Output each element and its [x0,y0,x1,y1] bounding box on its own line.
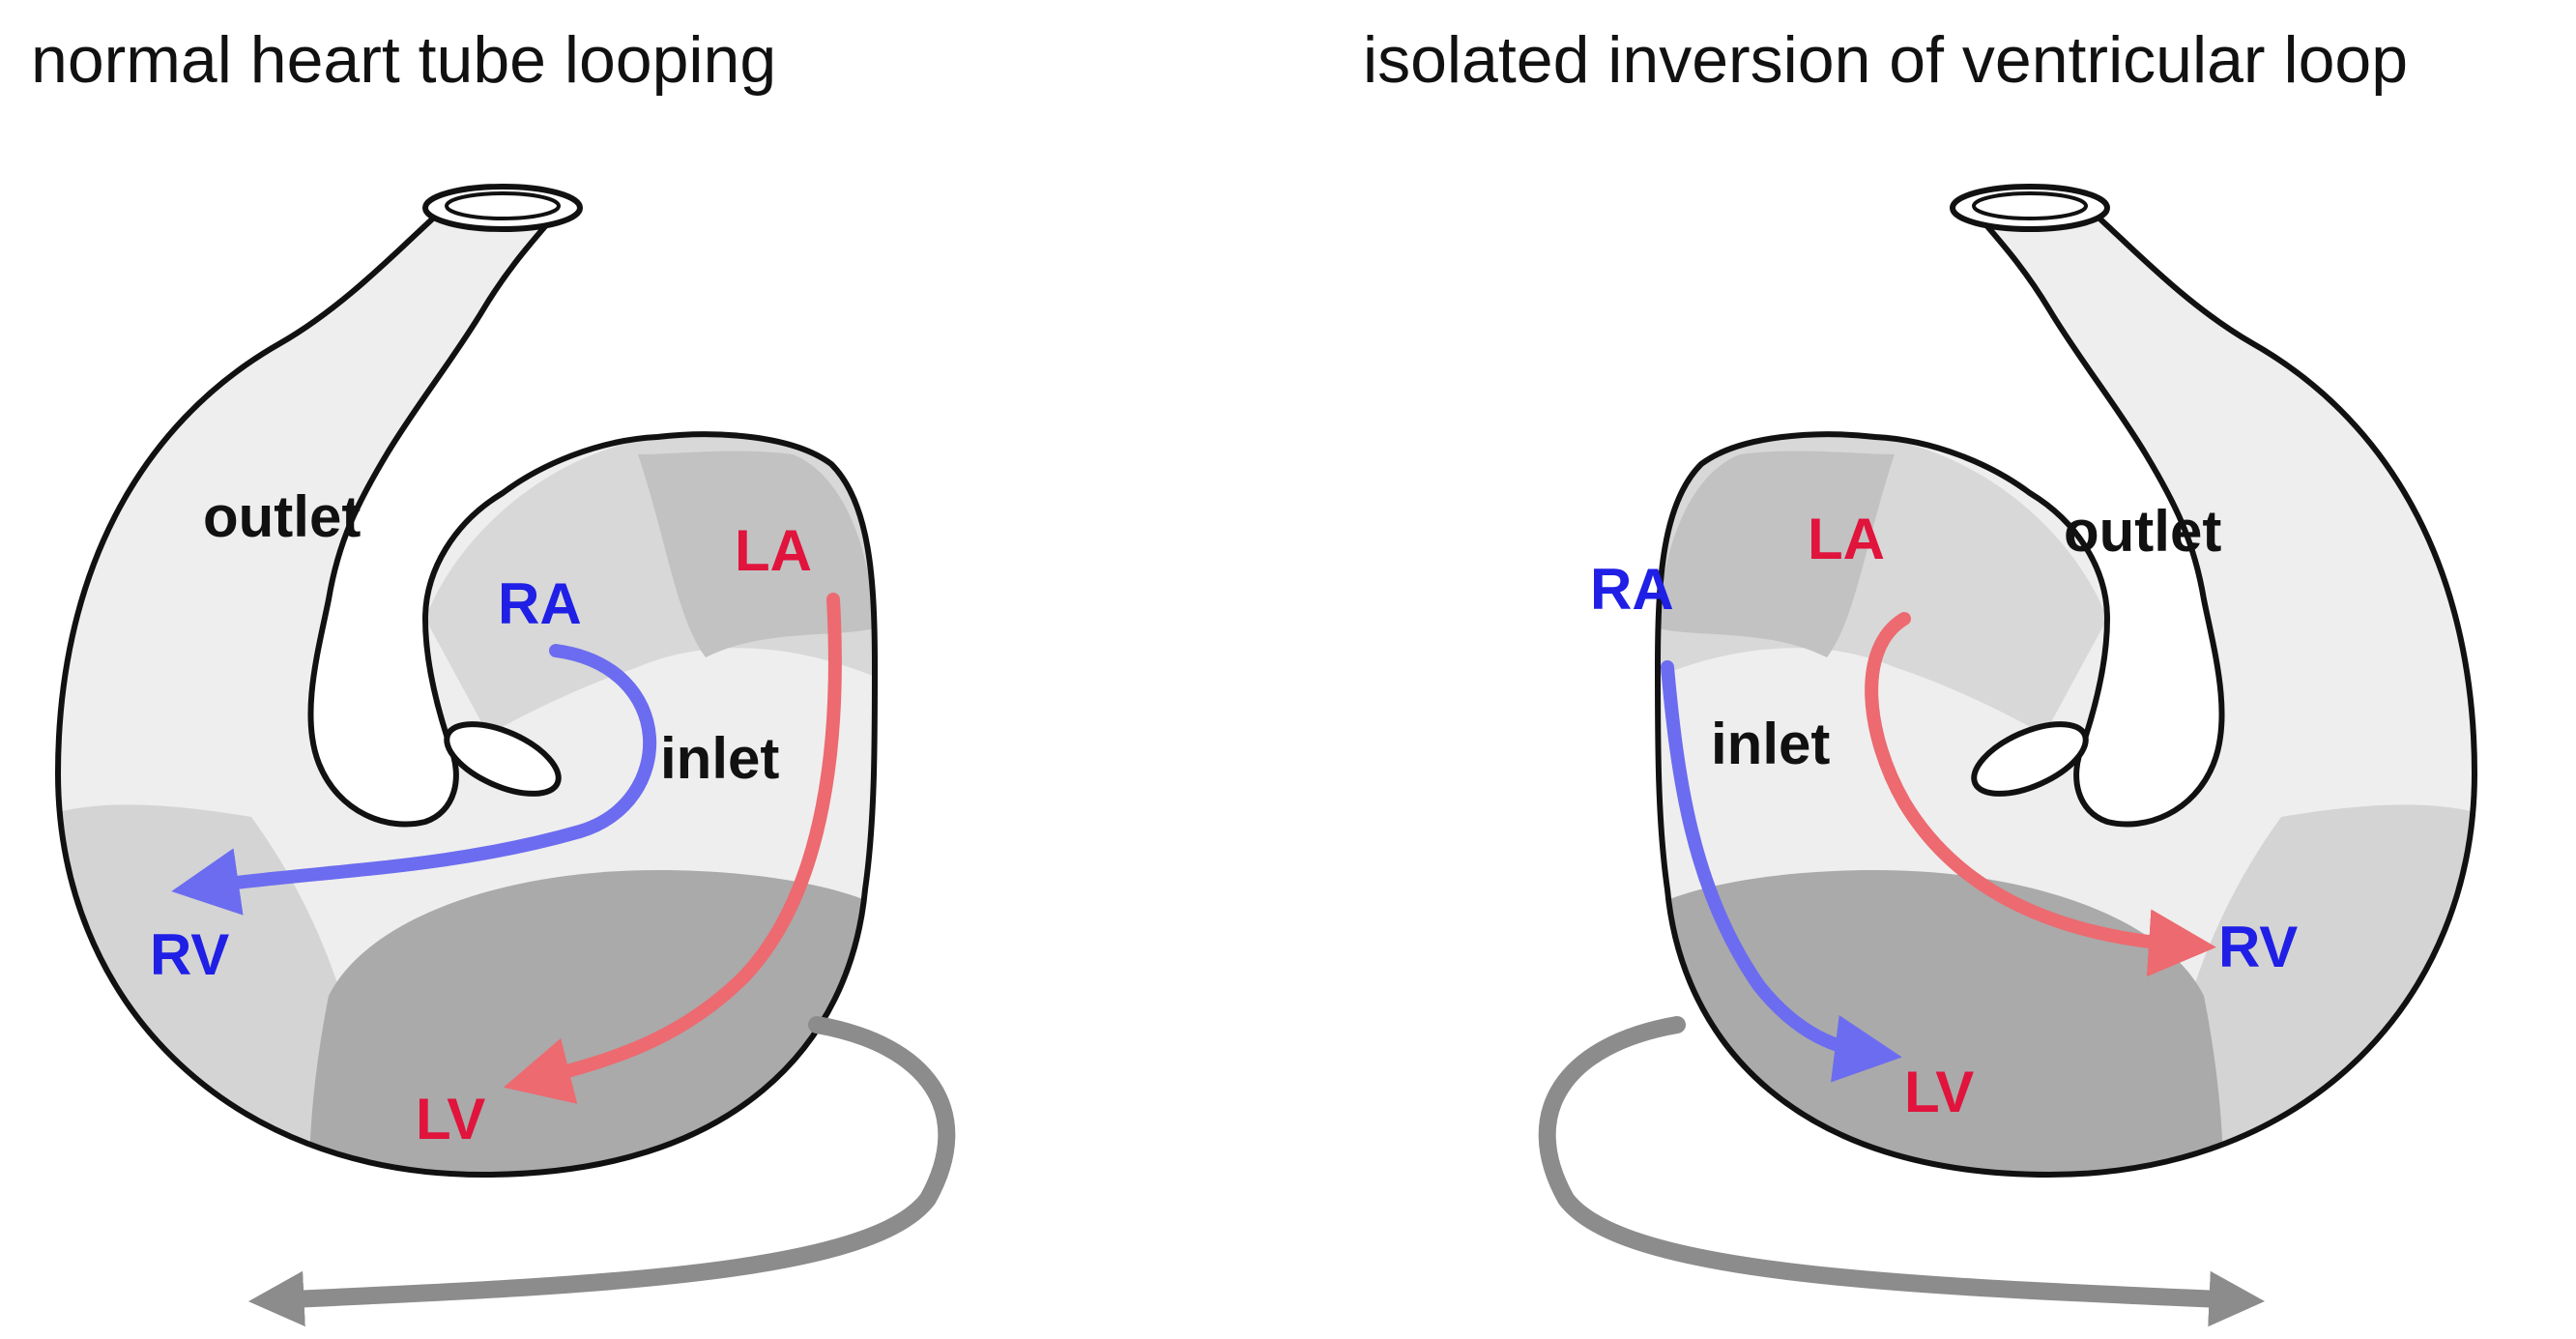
label-inlet-inverted: inlet [1711,712,1830,776]
label-outlet-inverted: outlet [2064,499,2221,564]
label-right-ventricle: RV [150,922,229,987]
panel-title-inverted-ventricular-loop: isolated inversion of ventricular loop [1363,23,2409,97]
label-left-atrium: LA [735,518,812,583]
label-inlet: inlet [660,726,779,791]
red-flow-arrow-la-to-rv [1865,612,2216,977]
label-outlet: outlet [203,484,361,549]
red-flow-arrow-la-to-lv [503,593,842,1104]
blue-flow-arrow-ra-to-rv [171,644,656,916]
inverted-heart-tube: outlet inlet RA LA RV LV [1538,187,2475,1327]
label-left-ventricle: LV [416,1087,485,1151]
label-left-ventricle-inverted: LV [1904,1060,1974,1124]
label-left-atrium-inverted: LA [1808,507,1885,571]
label-right-ventricle-inverted: RV [2218,915,2298,979]
panel-title-normal-looping: normal heart tube looping [31,23,777,97]
loop-direction-arrow-inverted [1538,1016,2266,1327]
label-right-atrium: RA [498,571,582,636]
blue-flow-arrow-ra-to-lv [1661,660,1902,1083]
normal-heart-tube: outlet inlet RA LA RV LV [58,187,956,1327]
label-right-atrium-inverted: RA [1590,557,1674,622]
loop-direction-arrow [247,1016,956,1327]
